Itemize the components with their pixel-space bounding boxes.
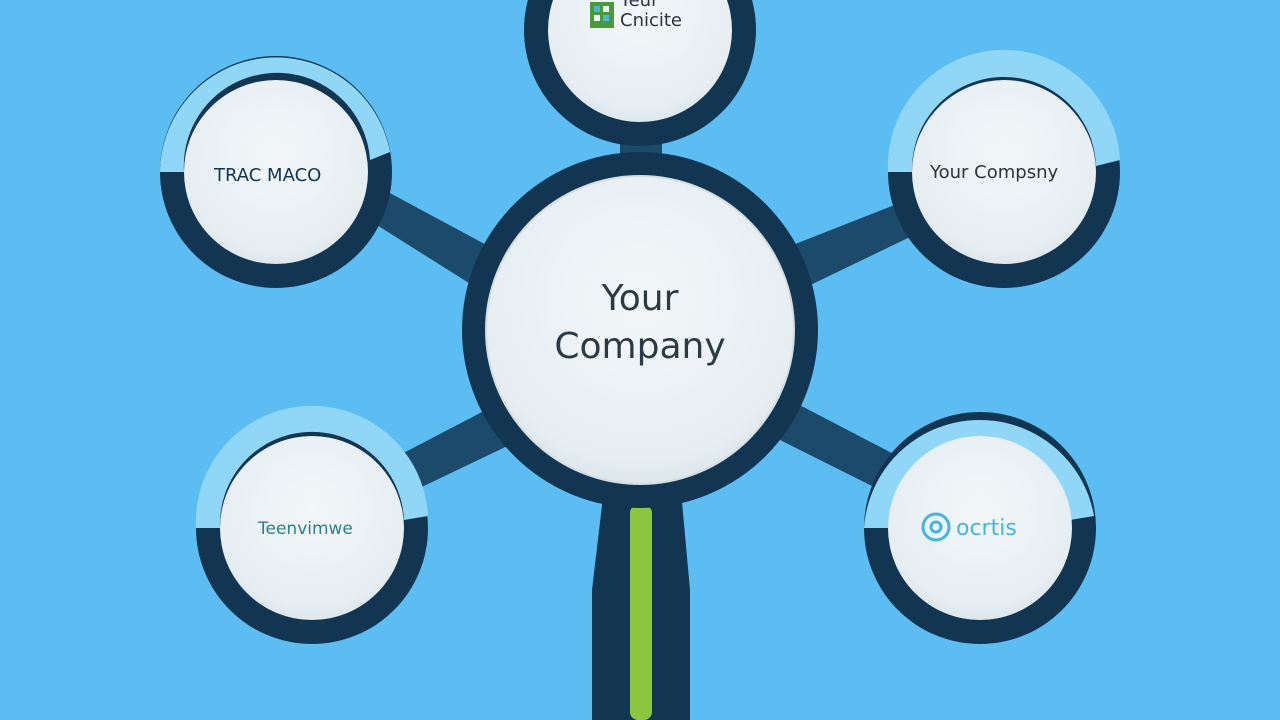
center-hub: Your Company — [462, 152, 818, 508]
node-lower-left-label: Teenvimwe — [257, 519, 353, 539]
connectors — [345, 110, 935, 720]
node-top: Yeur Cnicite — [524, 0, 756, 146]
node-upper-left-label: TRAC MACO — [213, 165, 321, 186]
ocrtis-logo-icon — [921, 512, 951, 542]
node-top-label-1: Yeur — [619, 0, 659, 11]
node-lower-right: ocrtis — [864, 412, 1096, 644]
logo-icon — [590, 2, 614, 28]
node-lower-left: Teenvimwe — [195, 405, 428, 644]
node-upper-right-label: Your Compsny — [929, 162, 1058, 183]
node-lower-right-label: ocrtis — [956, 516, 1017, 541]
node-upper-right: Your Compsny — [887, 49, 1120, 288]
connector-lower-left — [390, 400, 520, 495]
connector-upper-right — [780, 195, 935, 290]
node-top-label-2: Cnicite — [620, 10, 682, 31]
stem-accent — [630, 505, 652, 720]
node-upper-left: TRAC MACO — [160, 56, 392, 288]
center-label-line1: Your — [601, 278, 679, 319]
connector-lower-right — [760, 400, 905, 495]
center-label-line2: Company — [554, 326, 725, 367]
